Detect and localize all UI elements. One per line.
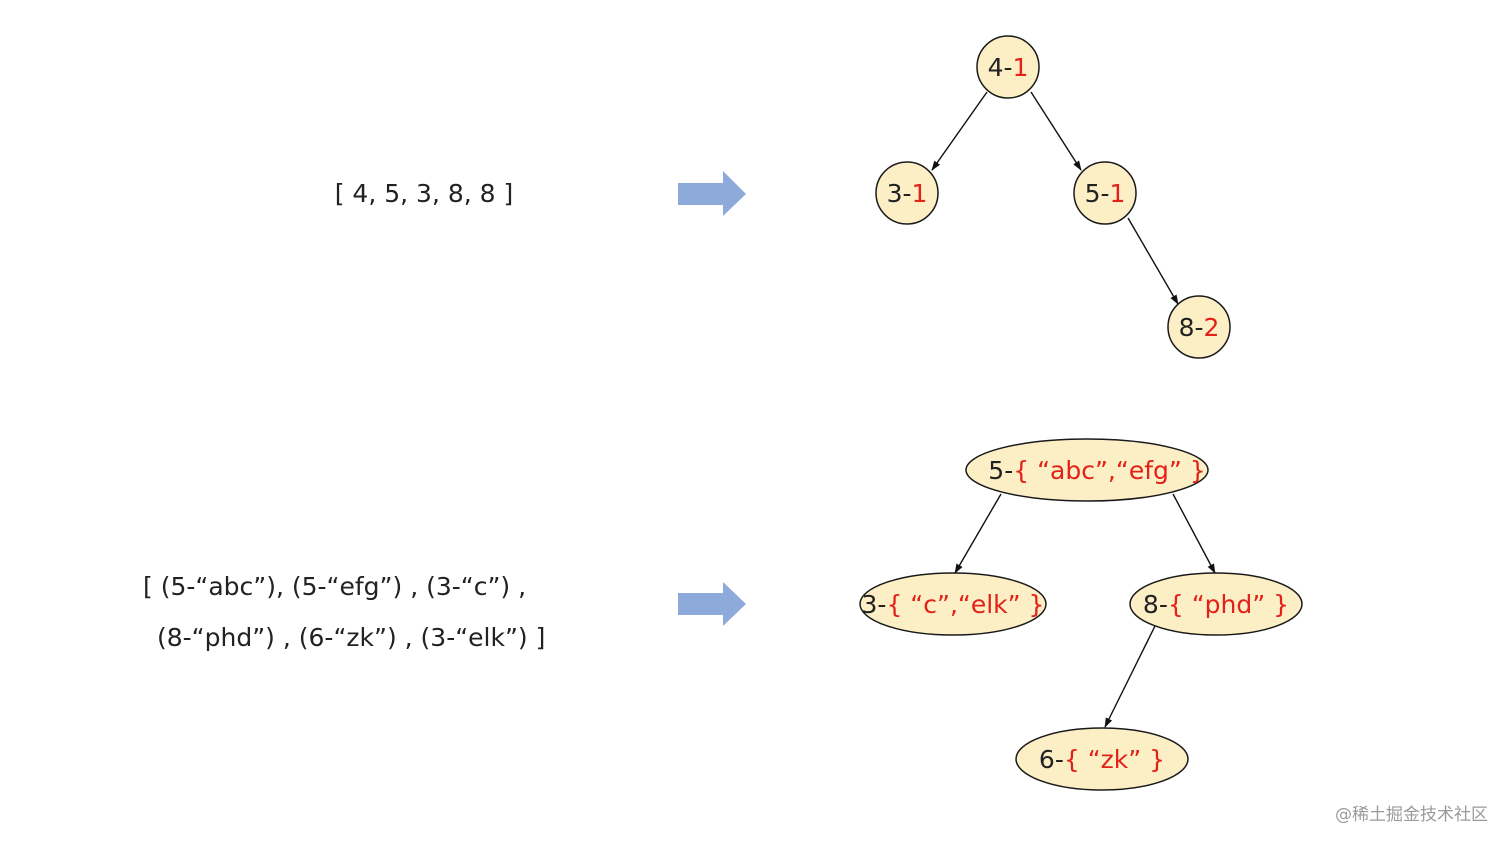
node-values: { “phd” } [1168, 590, 1289, 619]
node-key: 8- [1179, 313, 1204, 342]
edge-4-to-3 [931, 91, 988, 171]
svg-text:5-{ “abc”,“efg” }: 5-{ “abc”,“efg” } [988, 456, 1205, 485]
tree-node-3-strings: 3-{ “c”,“elk” } [859, 572, 1047, 636]
tree-node-5-strings: 5-{ “abc”,“efg” } [965, 438, 1209, 502]
node-key: 5- [1085, 179, 1110, 208]
tree-node-5: 5-1 [1073, 161, 1137, 225]
watermark: @稀土掘金技术社区 [1335, 805, 1488, 825]
edge-5-to-8 [1127, 217, 1179, 305]
node-key: 5- [988, 456, 1013, 485]
svg-text:8-{ “phd” }: 8-{ “phd” } [1143, 590, 1289, 619]
tree-node-4: 4-1 [976, 35, 1040, 99]
node-count: 1 [912, 179, 928, 208]
edge-8-to-6 [1104, 625, 1156, 728]
svg-text:5-1: 5-1 [1085, 179, 1126, 208]
tree-2-edges [954, 493, 1216, 728]
right-arrow-icon [678, 171, 746, 216]
svg-text:4-1: 4-1 [988, 53, 1029, 82]
node-count: 1 [1110, 179, 1126, 208]
input-list-2-line-1: [ (5-“abc”), (5-“efg”) , (3-“c”) , [143, 572, 526, 601]
right-arrow-icon [678, 582, 746, 626]
node-key: 8- [1143, 590, 1168, 619]
node-key: 4- [988, 53, 1013, 82]
node-key: 6- [1039, 745, 1064, 774]
svg-text:8-2: 8-2 [1179, 313, 1220, 342]
tree-node-3: 3-1 [875, 161, 939, 225]
node-values: { “c”,“elk” } [886, 590, 1044, 619]
node-key: 3- [887, 179, 912, 208]
node-count: 1 [1013, 53, 1029, 82]
node-count: 2 [1204, 313, 1220, 342]
edge-5-to-8 [1172, 493, 1216, 574]
svg-text:6-{ “zk” }: 6-{ “zk” } [1039, 745, 1165, 774]
tree-1-edges [931, 91, 1179, 305]
node-values: { “zk” } [1064, 745, 1165, 774]
input-list-1: [ 4, 5, 3, 8, 8 ] [335, 179, 514, 208]
svg-text:3-{ “c”,“elk” }: 3-{ “c”,“elk” } [862, 590, 1045, 619]
tree-node-6-strings: 6-{ “zk” } [1015, 727, 1189, 791]
input-list-2-line-2: (8-“phd”) , (6-“zk”) , (3-“elk”) ] [157, 623, 545, 652]
svg-text:3-1: 3-1 [887, 179, 928, 208]
node-key: 3- [862, 590, 887, 619]
node-values: { “abc”,“efg” } [1013, 456, 1205, 485]
edge-4-to-5 [1030, 91, 1082, 171]
edge-5-to-3 [954, 493, 1002, 574]
tree-node-8: 8-2 [1167, 295, 1231, 359]
tree-node-8-strings: 8-{ “phd” } [1129, 572, 1303, 636]
